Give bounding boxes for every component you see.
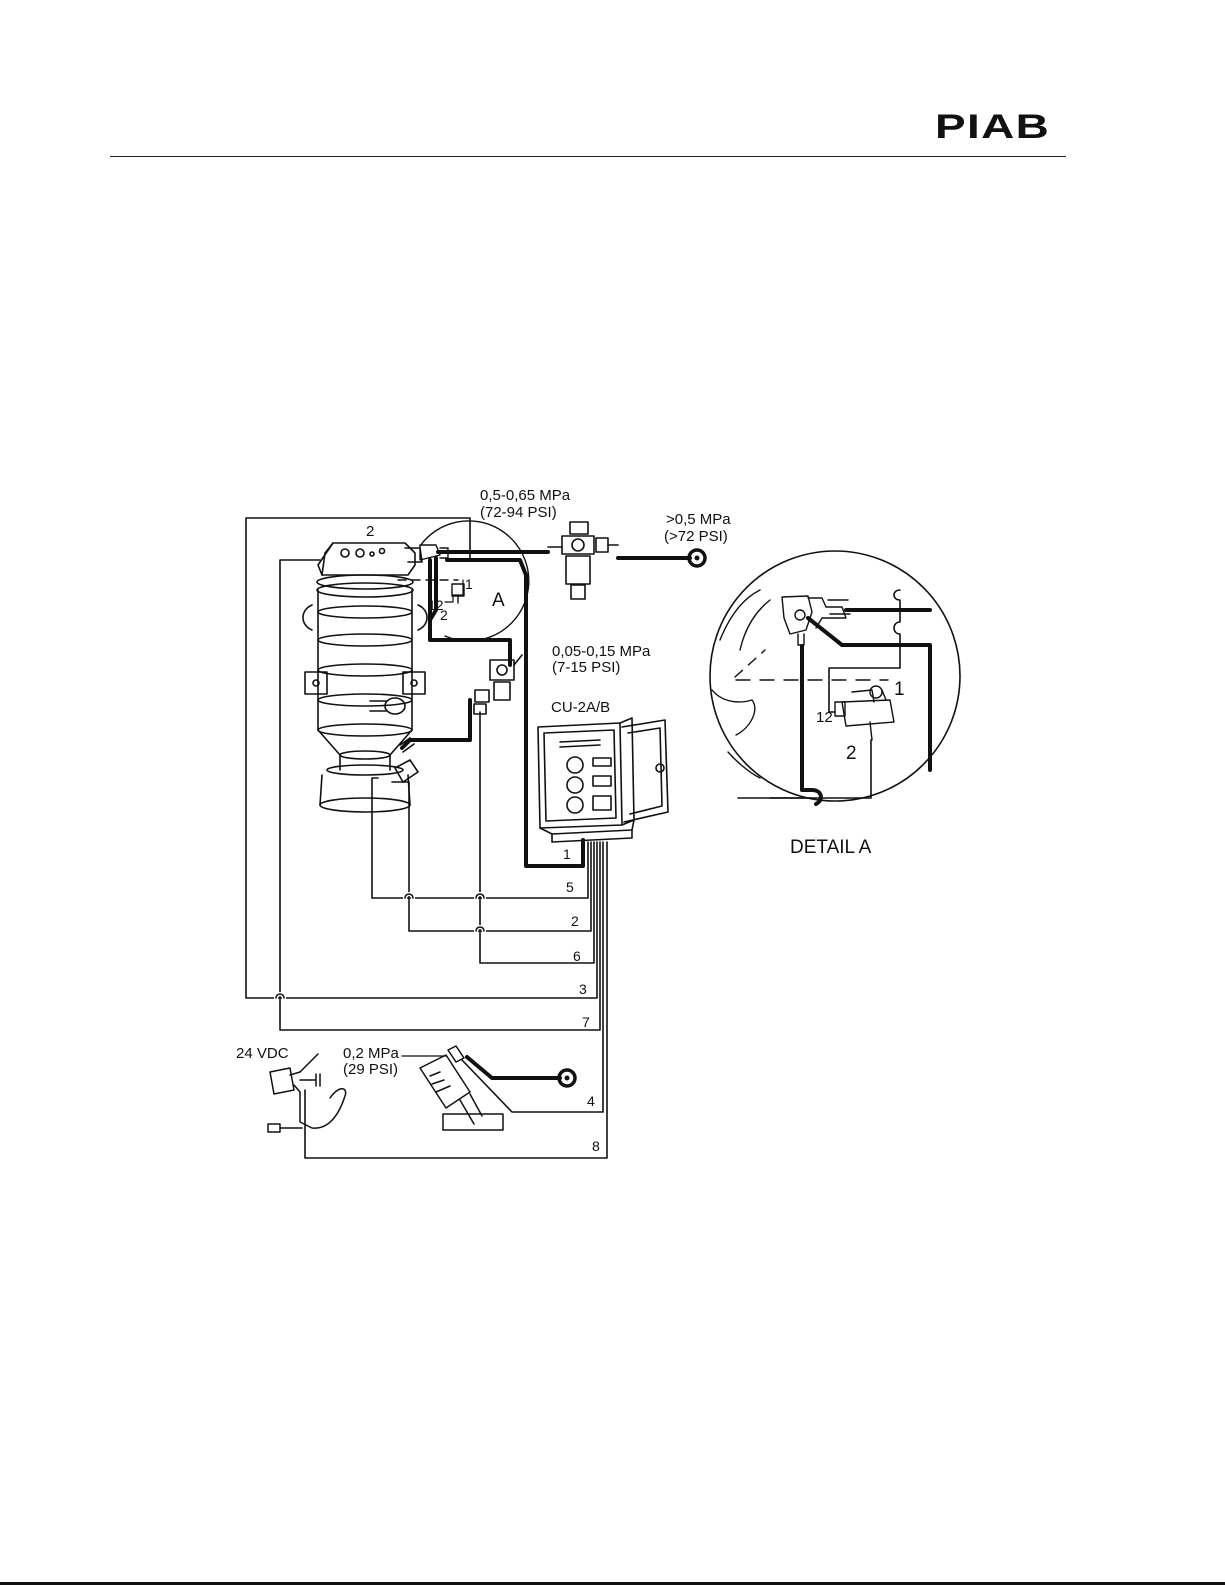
main-pressure-label-line2: (72-94 PSI) [480,505,557,520]
line-number-4: 4 [587,1094,595,1108]
regulator-pressure-label-line1: 0,05-0,15 MPa [552,644,650,659]
pump-label: 2 [366,524,374,539]
supply-pressure-label-line2: (>72 PSI) [664,529,728,544]
valve-feed-line [467,1057,560,1078]
regulator-middle [474,655,522,714]
detail-marker-label: A [492,591,505,610]
valve-port-1-label: 1 [465,577,473,591]
sensor-24vdc [268,1054,346,1132]
line-number-6: 6 [573,949,581,963]
air-supply-port-top-inner [695,556,700,561]
line-number-8: 8 [592,1139,600,1153]
valve-pressure-label-line1: 0,2 MPa [343,1046,399,1061]
detail-port-2-label: 2 [846,744,857,763]
voltage-label: 24 VDC [236,1046,289,1061]
line-number-3: 3 [579,982,587,996]
control-unit [538,718,668,842]
valve-pressure-label-line2: (29 PSI) [343,1062,398,1077]
line-number-2: 2 [571,914,579,928]
main-pressure-label-line1: 0,5-0,65 MPa [480,488,570,503]
detail-a-title: DETAIL A [790,838,871,857]
detail-a-view [710,551,960,804]
air-supply-port-bottom-inner [565,1076,570,1081]
regulator-pressure-label-line2: (7-15 PSI) [552,660,620,675]
detail-port-12-label: 12 [816,710,833,725]
detail-port-1-label: 1 [894,680,905,699]
vacuum-conveyor [303,543,427,812]
line-number-7: 7 [582,1015,590,1029]
valve-port-2-label: 2 [440,608,448,622]
control-unit-label: CU-2A/B [551,700,610,715]
filter-regulator-main [548,522,618,599]
line-number-5: 5 [566,880,574,894]
supply-pressure-label-line1: >0,5 MPa [666,512,731,527]
line-number-1: 1 [563,847,571,861]
